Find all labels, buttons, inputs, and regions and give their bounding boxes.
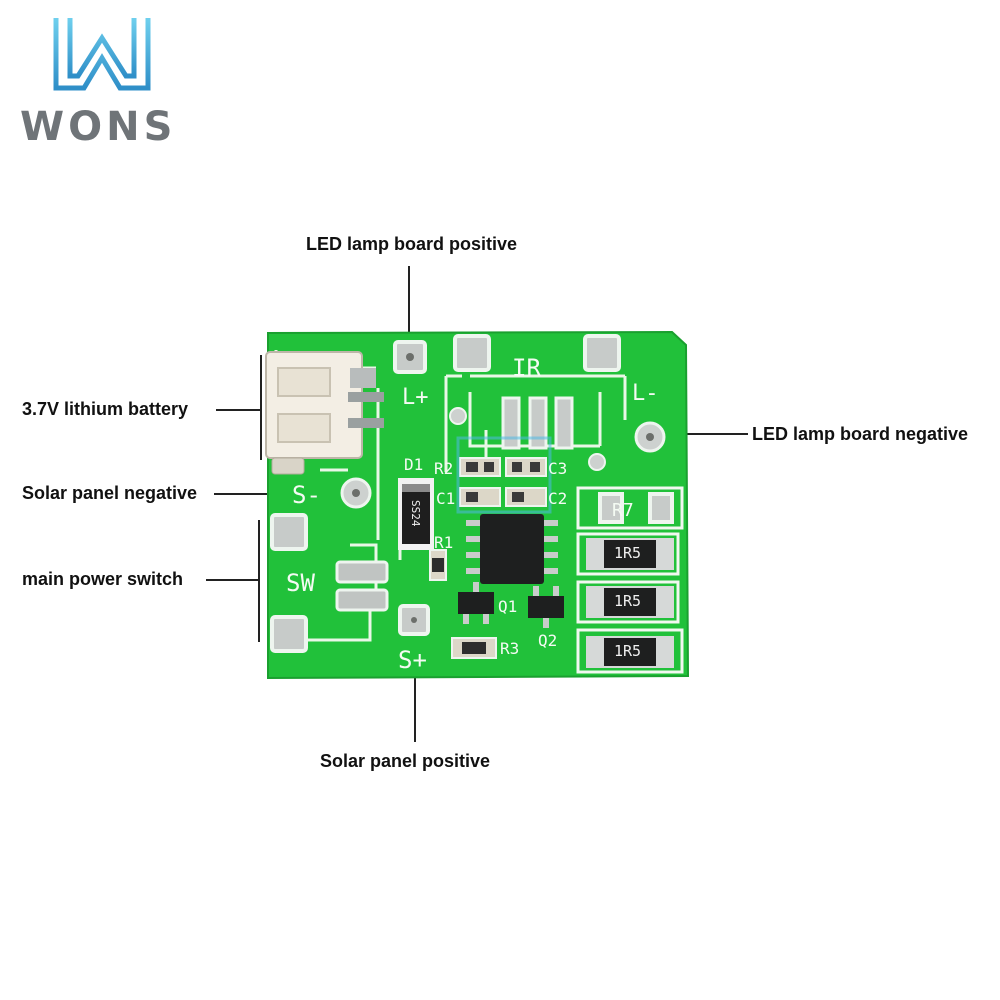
transistor-q1 xyxy=(458,582,494,624)
callout-led-positive: LED lamp board positive xyxy=(306,234,518,254)
silk-d1: D1 xyxy=(404,455,423,474)
silk-r2: R2 xyxy=(434,459,453,478)
leader-line-led-negative xyxy=(652,433,748,435)
silk-c1: C1 xyxy=(436,489,455,508)
silk-r7: R7 xyxy=(612,500,634,521)
leader-line-power-switch xyxy=(206,579,258,581)
silk-l-minus: L- xyxy=(632,381,659,406)
silk-c2: C2 xyxy=(548,489,567,508)
silk-sw: SW xyxy=(286,569,315,597)
callout-solar-positive: Solar panel positive xyxy=(320,751,491,771)
resistor-1r5-b: 1R5 xyxy=(614,592,641,610)
silk-s-minus: S- xyxy=(292,481,321,509)
leader-line-solar-positive xyxy=(414,618,416,742)
ic-chip xyxy=(466,514,558,584)
silk-q2: Q2 xyxy=(538,631,557,650)
callout-power-switch: main power switch xyxy=(22,569,184,589)
silk-l-plus: L+ xyxy=(402,385,429,410)
bracket-battery xyxy=(260,355,262,460)
callout-led-negative: LED lamp board negative xyxy=(752,424,969,444)
callout-solar-negative: Solar panel negative xyxy=(22,483,198,503)
brand-logo xyxy=(53,18,151,91)
leader-line-led-positive xyxy=(408,266,410,356)
silk-q1: Q1 xyxy=(498,597,517,616)
silk-ir: IR xyxy=(512,354,541,382)
silk-s-plus: S+ xyxy=(398,646,427,674)
callout-battery: 3.7V lithium battery xyxy=(22,399,189,419)
resistor-1r5-a: 1R5 xyxy=(614,544,641,562)
silk-c3: C3 xyxy=(548,459,567,478)
diode-marking: SS24 xyxy=(409,500,422,527)
bracket-power-switch xyxy=(258,520,260,642)
diode-d1 xyxy=(398,478,434,550)
leader-line-battery xyxy=(216,409,260,411)
resistor-1r5-c: 1R5 xyxy=(614,642,641,660)
brand-name: WONS xyxy=(20,104,177,150)
transistor-q2 xyxy=(528,586,564,628)
silk-r3: R3 xyxy=(500,639,519,658)
silk-r1: R1 xyxy=(434,533,453,552)
battery-connector xyxy=(265,351,384,475)
